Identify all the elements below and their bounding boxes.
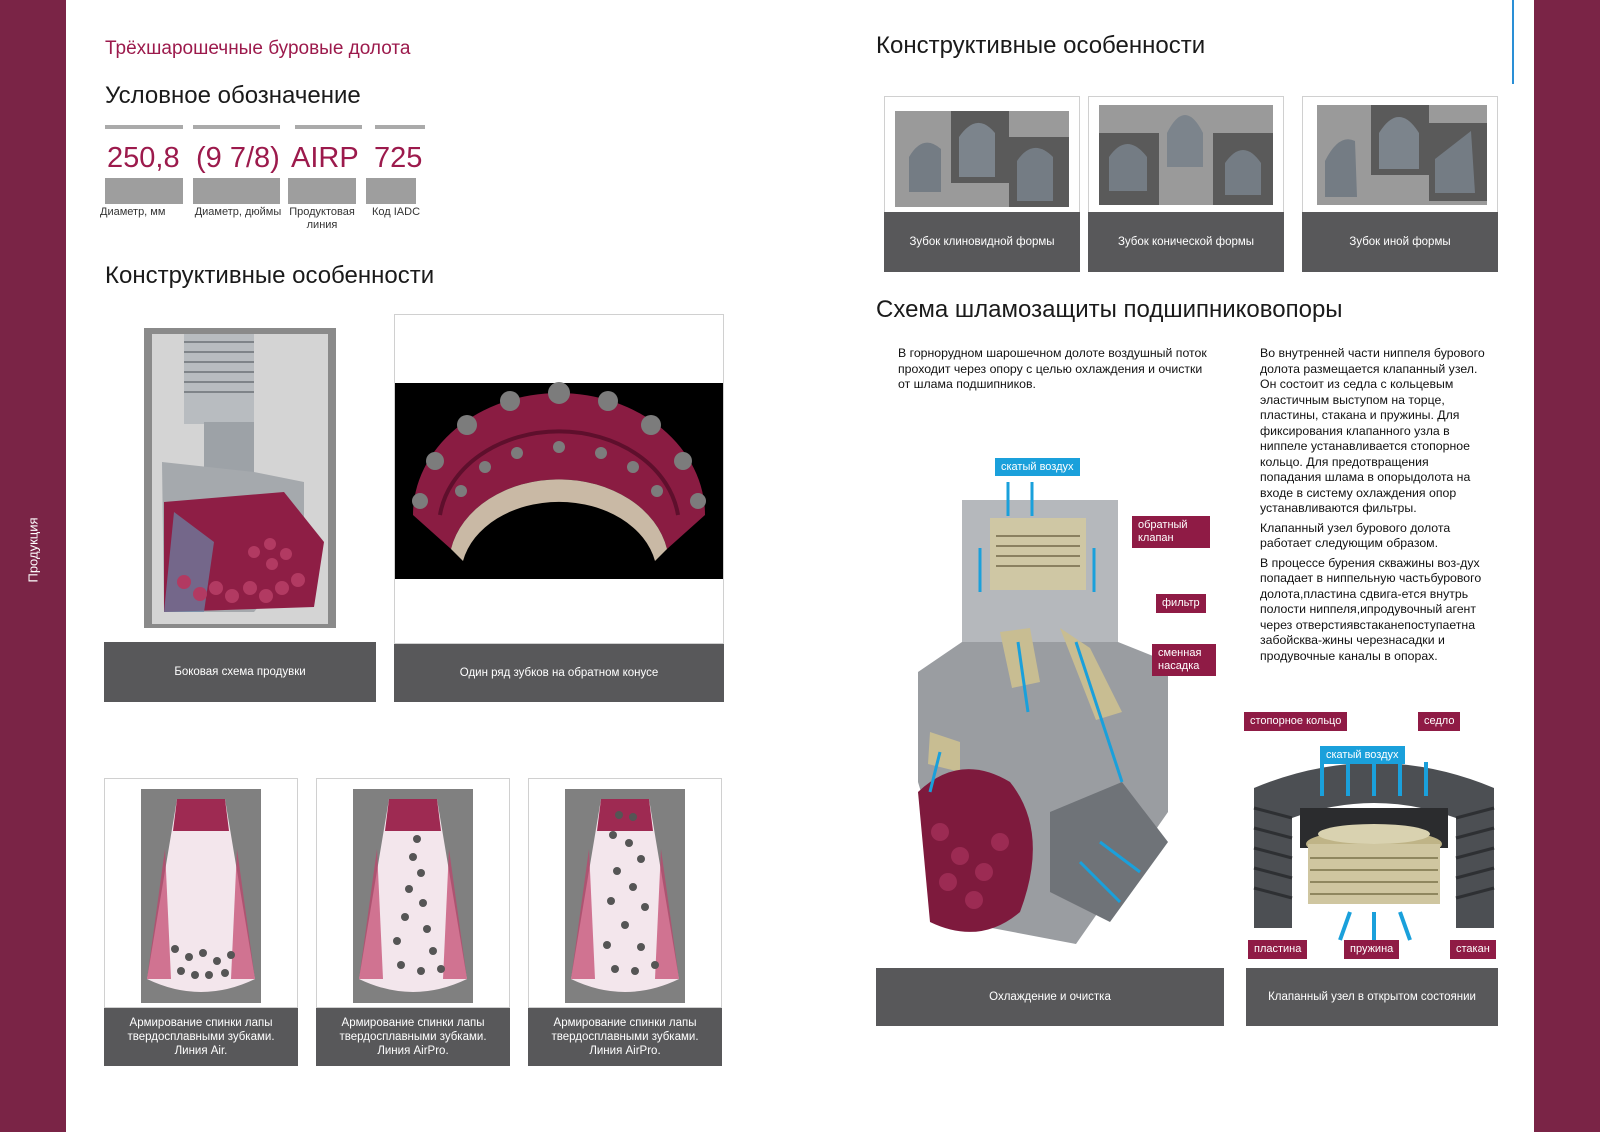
- caption-line: Линия Air.: [174, 1045, 228, 1057]
- code-top-bar: [295, 125, 362, 129]
- caption-tooth-conical: Зубок конической формы: [1088, 212, 1284, 272]
- caption-line: Линия AirPro.: [377, 1045, 449, 1057]
- code-top-bar: [105, 125, 183, 129]
- paragraph: Во внутренней части ниппеля бурового дол…: [1260, 346, 1485, 515]
- paragraph: Клапанный узел бурового долота работает …: [1260, 520, 1451, 551]
- sidebar-label-left: Продукция: [25, 517, 41, 583]
- caption-leg-airpro-1: Армирование спинки лапы твердосплавными …: [316, 1008, 510, 1066]
- caption-leg-airpro-2: Армирование спинки лапы твердосплавными …: [528, 1008, 722, 1066]
- caption-line: Линия AirPro.: [589, 1045, 661, 1057]
- figure-tooth-wedge: [884, 96, 1080, 272]
- code-top-bar: [375, 125, 425, 129]
- left-sidebar: Продукция: [0, 0, 66, 1132]
- leg-illustration-2: [353, 789, 473, 1003]
- code-label: Код IADC: [371, 206, 421, 218]
- features-title-right: Конструктивные особенности: [876, 32, 1206, 59]
- code-product-line: AIRP: [291, 142, 359, 174]
- caption-line: твердосплавными зубками.: [127, 1031, 275, 1043]
- code-bar: [366, 178, 416, 204]
- side-blowing-illustration: [144, 328, 336, 628]
- code-bar: [105, 178, 183, 204]
- code-bar: [193, 178, 280, 204]
- code-iadc: 725: [374, 142, 423, 174]
- caption-line: Армирование спинки лапы: [341, 1017, 485, 1029]
- conical-teeth-illustration: [1099, 105, 1273, 205]
- caption-line: твердосплавными зубками.: [551, 1031, 699, 1043]
- code-diameter-in: (9 7/8): [196, 142, 280, 174]
- code-label: Диаметр, дюймы: [194, 206, 282, 218]
- caption-valve: Клапанный узел в открытом состоянии: [1246, 968, 1498, 1026]
- figure-leg-airpro-1: [316, 778, 510, 1008]
- tag-check-valve: обратный клапан: [1132, 516, 1210, 548]
- caption-tooth-other: Зубок иной формы: [1302, 212, 1498, 272]
- caption-line: твердосплавными зубками.: [339, 1031, 487, 1043]
- figure-leg-airpro-2: [528, 778, 722, 1008]
- caption-back-cone-row: Один ряд зубков на обратном конусе: [394, 644, 724, 702]
- code-top-bar: [193, 125, 280, 129]
- caption-leg-air: Армирование спинки лапы твердосплавными …: [104, 1008, 298, 1066]
- code-bar: [288, 178, 356, 204]
- tag-filter: фильтр: [1156, 594, 1206, 613]
- code-label: Диаметр, мм: [100, 206, 166, 218]
- tag-nozzle: сменная насадка: [1152, 644, 1216, 676]
- caption-line: Армирование спинки лапы: [129, 1017, 273, 1029]
- caption-side-blowing: Боковая схема продувки: [104, 642, 376, 702]
- scheme-intro-text: В горнорудном шарошечном долоте воздушны…: [898, 346, 1208, 397]
- figure-back-cone-row: [394, 314, 724, 644]
- wedge-teeth-illustration: [895, 111, 1069, 207]
- paragraph: В горнорудном шарошечном долоте воздушны…: [898, 346, 1207, 391]
- caption-line: Армирование спинки лапы: [553, 1017, 697, 1029]
- leg-illustration-3: [565, 789, 685, 1003]
- code-diameter-mm: 250,8: [107, 142, 180, 174]
- tag-compressed-air: скатый воздух: [995, 458, 1080, 476]
- tag-cup: стакан: [1450, 940, 1496, 959]
- valve-description-text: Во внутренней части ниппеля бурового дол…: [1260, 346, 1490, 668]
- caption-tooth-wedge: Зубок клиновидной формы: [884, 212, 1080, 272]
- scheme-title: Схема шламозащиты подшипниковопоры: [876, 296, 1343, 323]
- figure-side-blowing: [104, 312, 376, 642]
- accent-line: [1512, 0, 1514, 84]
- section-kicker: Трёхшарошечные буровые долота: [105, 38, 411, 59]
- code-label: Продуктовая линия: [289, 206, 355, 231]
- features-title-left: Конструктивные особенности: [105, 262, 435, 289]
- diagram-cooling: [900, 452, 1230, 948]
- valve-cutaway-illustration: [1253, 762, 1495, 941]
- cooling-cutaway-illustration: [918, 482, 1168, 944]
- tag-spring: пружина: [1344, 940, 1400, 959]
- designation-title: Условное обозначение: [105, 82, 361, 109]
- figure-leg-air: [104, 778, 298, 1008]
- tag-lock-ring: стопорное кольцо: [1244, 712, 1348, 731]
- tag-compressed-air-valve: скатый воздух: [1320, 746, 1405, 764]
- leg-illustration-1: [141, 789, 261, 1003]
- paragraph: В процессе бурения скважины воз-дух попа…: [1260, 555, 1482, 663]
- tag-plate: пластина: [1248, 940, 1308, 959]
- caption-cooling: Охлаждение и очистка: [876, 968, 1224, 1026]
- cone-ring-illustration: [395, 382, 723, 579]
- diagram-valve: [1250, 748, 1498, 944]
- tag-seat: седло: [1418, 712, 1461, 731]
- other-teeth-illustration: [1317, 105, 1487, 205]
- right-sidebar: Продукция: [1534, 0, 1600, 1132]
